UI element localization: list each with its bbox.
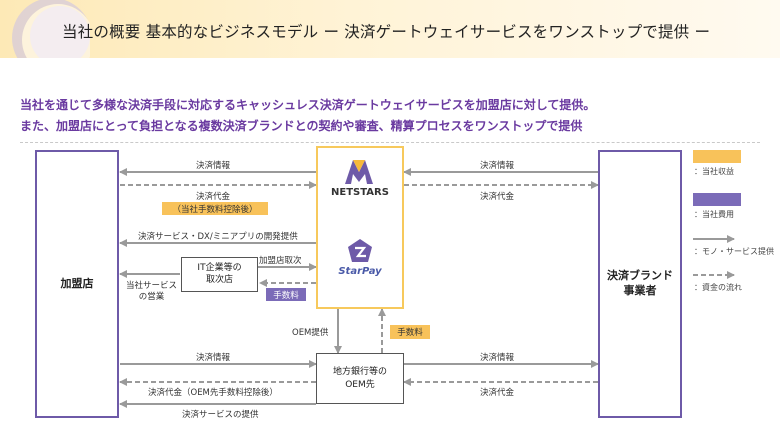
netstars-label: NETSTARS — [331, 187, 389, 198]
brand-label-line2: 事業者 — [623, 284, 657, 297]
legend-money-label: ：資金の流れ — [694, 283, 742, 292]
it-agent-node: IT企業等の 取次店 — [181, 257, 258, 292]
merchant-label: 加盟店 — [60, 276, 94, 290]
label-oem-provide: OEM提供 — [292, 328, 329, 338]
label-top-left-payment: 決済代金 — [196, 192, 231, 202]
header-banner: 当社の概要 基本的なビジネスモデル ー 決済ゲートウェイサービスをワンストップで… — [0, 0, 780, 58]
legend-revenue-label: ：当社収益 — [694, 167, 734, 176]
label-dev-service: 決済サービス・DX/ミニアプリの開発提供 — [138, 232, 298, 242]
bank-line2: OEM先 — [345, 379, 375, 390]
label-top-left-info: 決済情報 — [196, 161, 231, 171]
label-bottom-right-payment: 決済代金 — [480, 388, 515, 398]
bank-line1: 地方銀行等の — [332, 367, 387, 378]
lead-line-1: 当社を通じて多様な決済手段に対応するキャッシュレス決済ゲートウェイサービスを加盟… — [20, 98, 596, 112]
label-top-right-info: 決済情報 — [480, 161, 515, 171]
header-decoration — [12, 0, 90, 58]
netstars-logo-icon — [345, 160, 373, 184]
legend-expense-label: ：当社費用 — [694, 210, 734, 219]
legend-goods-label: ：モノ・サービス提供 — [694, 247, 774, 256]
it-agent-line2: 取次店 — [205, 274, 233, 285]
label-bottom-right-info: 決済情報 — [480, 353, 515, 363]
label-bottom-left-info: 決済情報 — [196, 353, 231, 363]
starpay-logo-icon — [348, 239, 372, 262]
label-sales-line1: 当社サービス — [126, 281, 178, 291]
it-agent-line1: IT企業等の — [197, 262, 242, 273]
label-top-right-payment: 決済代金 — [480, 192, 515, 202]
page-title: 当社の概要 基本的なビジネスモデル ー 決済ゲートウェイサービスをワンストップで… — [62, 23, 711, 41]
label-sales-line2: の営業 — [138, 292, 165, 303]
label-sales: 当社サービス の営業 — [126, 281, 177, 303]
bank-oem-node: 地方銀行等の OEM先 — [316, 353, 404, 404]
legend-revenue-swatch — [693, 150, 741, 163]
brand-node: 決済ブランド 事業者 — [598, 150, 682, 418]
tag-fee-deducted: （当社手数料控除後） — [162, 202, 268, 215]
brand-label-line1: 決済ブランド — [607, 269, 673, 283]
merchant-node: 加盟店 — [35, 150, 119, 418]
label-bottom-left-service: 決済サービスの提供 — [182, 410, 259, 420]
section-divider — [20, 142, 760, 143]
starpay-label: StarPay — [338, 266, 382, 277]
tag-fee-oem: 手数料 — [390, 325, 430, 339]
lead-line-2: また、加盟店にとって負担となる複数決済ブランドとの契約や審査、精算プロセスをワン… — [20, 119, 583, 133]
label-bottom-left-payment: 決済代金（OEM先手数料控除後） — [148, 388, 278, 398]
tag-fee-it: 手数料 — [266, 288, 306, 301]
label-acquisition: 加盟店取次 — [259, 256, 302, 266]
legend-expense-swatch — [693, 193, 741, 206]
